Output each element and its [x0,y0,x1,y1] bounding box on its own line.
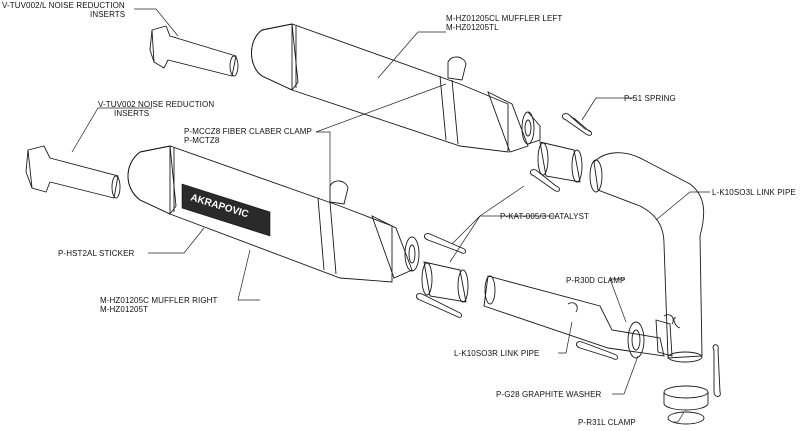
label-muffler-left: M-HZ01205CL MUFFLER LEFT M-HZ01205TL [446,14,562,32]
label-clamp-r30d: P-R30D CLAMP [566,276,625,285]
label-line: L-K10SO3R LINK PIPE [454,349,540,358]
label-sticker: P-HST2AL STICKER [58,249,134,258]
akrapovic-sticker: AKRAPOVIC [181,183,271,237]
label-spring: P-S1 SPRING [624,94,676,103]
clamp-r30d [655,314,674,357]
label-noise-insert-right: V-TUV002 NOISE REDUCTION INSERTS [98,100,214,118]
label-line: L-K10SO3L LINK PIPE [712,188,796,197]
spring-lower-1 [423,233,467,254]
label-noise-insert-left: V-TUV002/L NOISE REDUCTION INSERTS [2,1,125,19]
link-pipe-right [483,275,665,357]
label-fiber-clamp: P-MCCZ8 FIBER CLABER CLAMP P-MCTZ8 [184,127,312,145]
label-line: INSERTS [90,10,126,19]
label-line: P-R31L CLAMP [578,418,636,427]
label-line: M-HZ01205TL [446,23,499,32]
label-line: P-R30D CLAMP [566,276,626,285]
spring-upper-2 [529,169,561,192]
label-line: P-HST2AL STICKER [58,249,135,258]
label-line: P-S1 SPRING [624,94,676,103]
label-line: M-HZ01205T [100,305,149,314]
clamp-r31l-ring [663,385,709,425]
spring-vertical [712,344,721,397]
label-line: V-TUV002 NOISE REDUCTION [98,100,215,109]
label-line: P-MCCZ8 FIBER CLABER CLAMP [184,127,312,136]
label-link-pipe-right: L-K10SO3R LINK PIPE [454,349,540,358]
link-pipe-left [589,152,705,363]
muffler-right [127,145,420,283]
leader-lines [71,8,710,423]
label-graphite-washer: P-G28 GRAPHITE WASHER [496,390,601,399]
noise-reduction-insert-left [149,25,239,77]
label-line: P-G28 GRAPHITE WASHER [496,390,602,399]
label-muffler-right: M-HZ01205C MUFFLER RIGHT M-HZ01205T [100,296,218,314]
label-line: M-HZ01205C MUFFLER RIGHT [100,296,218,305]
spring-upper [561,113,593,136]
label-link-pipe-left: L-K10SO3L LINK PIPE [712,188,796,197]
label-catalyst: P-KAT-005/3 CATALYST [500,212,589,221]
label-line: P-KAT-005/3 CATALYST [500,212,589,221]
graphite-washer [627,321,645,359]
spring-lower-2 [415,293,463,318]
label-line: M-HZ01205CL MUFFLER LEFT [446,14,563,23]
label-line: INSERTS [114,109,150,118]
spring-lower-3 [575,341,619,360]
label-clamp-r31l: P-R31L CLAMP [578,418,636,427]
noise-reduction-insert-right [25,145,121,199]
label-line: P-MCTZ8 [184,136,220,145]
catalyst-lower [421,261,469,303]
label-line: V-TUV002/L NOISE REDUCTION [2,1,125,10]
muffler-left [251,23,541,153]
catalyst-upper [537,141,583,183]
